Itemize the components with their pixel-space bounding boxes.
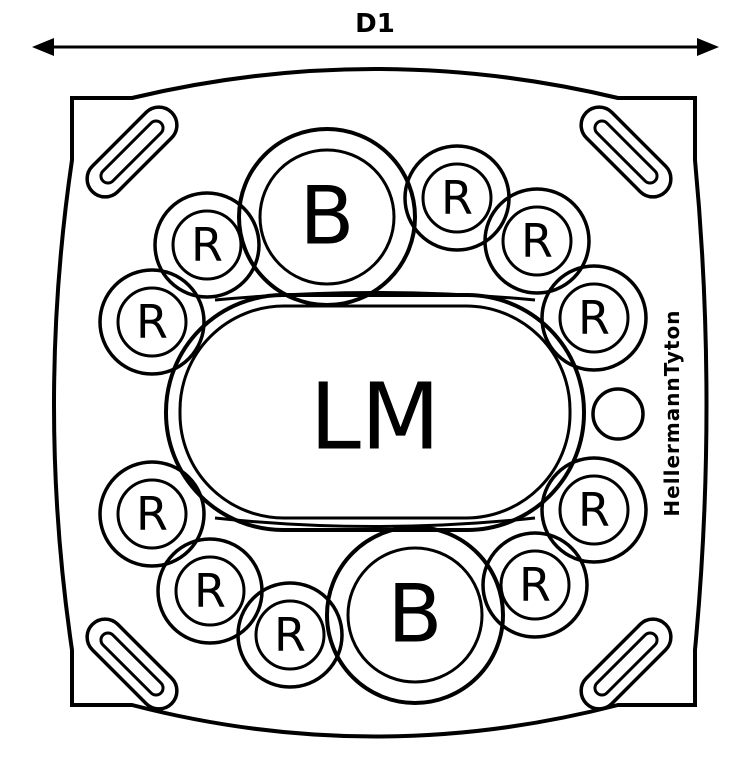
port-r-label: R — [136, 295, 168, 349]
port-r-lower-right-1: R — [540, 456, 648, 564]
port-r-label: R — [578, 291, 610, 345]
port-lm-label: LM — [310, 364, 441, 471]
dimension-arrow-right — [697, 38, 719, 56]
brand-label: HellermannTyton — [660, 309, 684, 516]
mounting-slot-top-right — [579, 105, 673, 199]
port-b-bottom: B — [325, 525, 505, 705]
port-r-label: R — [194, 564, 226, 618]
mounting-slot-bottom-right — [579, 617, 673, 711]
port-r-label: R — [274, 608, 306, 662]
port-lm-inner — [178, 304, 572, 520]
port-r-lower-left-3: R — [236, 581, 344, 689]
port-r-label: R — [136, 487, 168, 541]
port-r-label: R — [441, 171, 473, 225]
mounting-slot-top-left — [85, 105, 179, 199]
port-b-top: B — [237, 127, 417, 307]
port-r-upper-left-1: R — [153, 191, 261, 299]
port-r-label: R — [519, 558, 551, 612]
port-b-bottom-label: B — [388, 568, 443, 661]
port-r-lower-left-1: R — [98, 460, 206, 568]
port-r-label: R — [578, 483, 610, 537]
port-lm: LM — [164, 293, 586, 532]
port-r-lower-left-2: R — [156, 537, 264, 645]
port-r-lower-right-2: R — [481, 531, 589, 639]
dimension-label: D1 — [355, 9, 395, 39]
dimension-d1: D1 — [32, 9, 719, 56]
port-b-top-label: B — [300, 170, 355, 263]
port-r-upper-right-3: R — [540, 264, 648, 372]
port-r-label: R — [191, 218, 223, 272]
outer-body — [52, 67, 709, 739]
mounting-slot-bottom-left — [85, 617, 179, 711]
dimension-arrow-left — [32, 38, 54, 56]
port-lm-outer — [164, 293, 586, 532]
port-r-upper-right-2: R — [483, 187, 591, 295]
port-blank-right — [591, 387, 645, 441]
port-r-upper-left-2: R — [98, 268, 206, 376]
port-r-label: R — [521, 214, 553, 268]
port-r-upper-right-1: R — [403, 144, 511, 252]
